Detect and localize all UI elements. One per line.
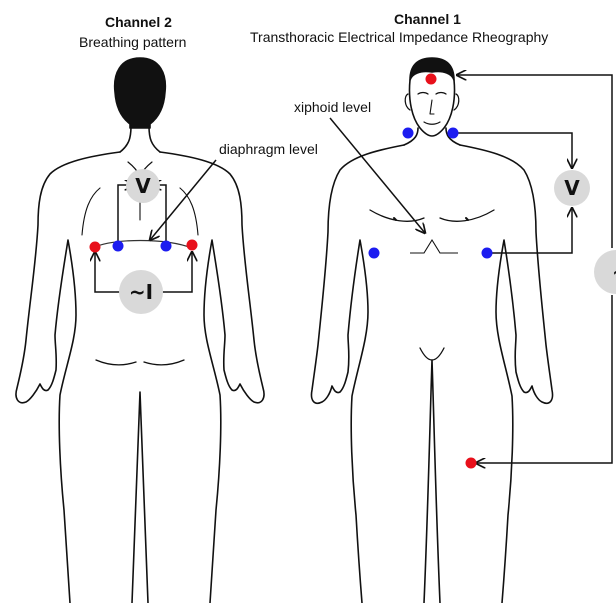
ch2-current-electrode-right [187, 240, 198, 251]
ch1-voltage-electrode-chest-right [482, 248, 493, 259]
ch1-voltmeter: V [554, 170, 590, 206]
xiphoid-marker [410, 240, 458, 253]
back-head-hair [115, 58, 166, 128]
ch2-voltage-electrode-right [161, 241, 172, 252]
ch1-voltage-electrode-neck-right [448, 128, 459, 139]
ch2-voltage-electrode-left [113, 241, 124, 252]
diaphragm-curve [92, 241, 192, 249]
channel-1-wiring [330, 75, 612, 463]
ch1-current-source: ~I [594, 250, 616, 294]
back-view-body [16, 58, 264, 603]
ch2-current-source: ~I [119, 270, 163, 314]
ch1-voltage-electrode-chest-left [369, 248, 380, 259]
ch1-voltage-electrode-neck-left [403, 128, 414, 139]
ch1-current-electrode-leg [466, 458, 477, 469]
ch2-current-electrode-left [90, 242, 101, 253]
ch2-current-source-symbol: ~I [129, 280, 153, 304]
ch2-voltmeter: V [126, 169, 160, 203]
ch2-electrodes [90, 240, 198, 253]
ch1-current-source-symbol: ~I [612, 260, 616, 284]
ch2-voltmeter-symbol: V [135, 174, 151, 198]
ch1-voltmeter-symbol: V [564, 176, 580, 200]
ch1-current-electrode-forehead [426, 74, 437, 85]
